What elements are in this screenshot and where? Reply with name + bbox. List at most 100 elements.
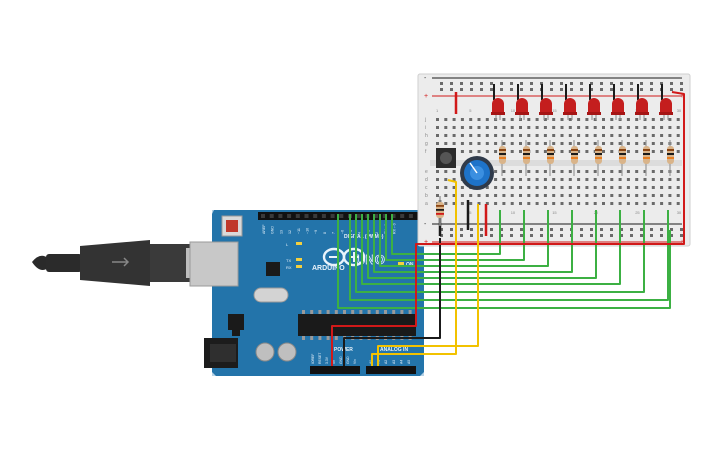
- breadboard-hole[interactable]: [568, 150, 572, 153]
- header-pin[interactable]: [278, 214, 283, 218]
- breadboard-hole[interactable]: [477, 134, 481, 137]
- breadboard-hole[interactable]: [560, 194, 564, 197]
- breadboard-hole[interactable]: [602, 118, 605, 121]
- breadboard-hole[interactable]: [660, 178, 664, 181]
- breadboard-hole[interactable]: [593, 194, 597, 197]
- rail-hole[interactable]: [600, 234, 603, 237]
- breadboard-hole[interactable]: [676, 142, 680, 145]
- breadboard-hole[interactable]: [593, 134, 597, 137]
- rail-hole[interactable]: [500, 88, 503, 91]
- breadboard-hole[interactable]: [585, 202, 589, 205]
- breadboard-hole[interactable]: [568, 178, 572, 181]
- breadboard-hole[interactable]: [477, 142, 481, 145]
- breadboard-hole[interactable]: [602, 150, 605, 153]
- rail-hole[interactable]: [680, 234, 683, 237]
- breadboard-hole[interactable]: [651, 142, 655, 145]
- rail-hole[interactable]: [440, 82, 443, 85]
- rail-hole[interactable]: [520, 228, 523, 231]
- breadboard-hole[interactable]: [510, 194, 514, 197]
- breadboard-hole[interactable]: [602, 178, 605, 181]
- breadboard-hole[interactable]: [469, 194, 473, 197]
- breadboard-hole[interactable]: [668, 202, 672, 205]
- rail-hole[interactable]: [500, 228, 503, 231]
- breadboard-hole[interactable]: [510, 186, 514, 189]
- breadboard-hole[interactable]: [494, 170, 498, 173]
- rail-hole[interactable]: [680, 228, 683, 231]
- breadboard-hole[interactable]: [460, 118, 464, 121]
- pushbutton[interactable]: [436, 148, 456, 168]
- rail-hole[interactable]: [510, 234, 513, 237]
- breadboard-hole[interactable]: [585, 118, 589, 121]
- breadboard-hole[interactable]: [602, 186, 605, 189]
- breadboard-hole[interactable]: [494, 134, 498, 137]
- breadboard-hole[interactable]: [510, 134, 514, 137]
- breadboard-hole[interactable]: [460, 150, 464, 153]
- rail-hole[interactable]: [490, 228, 493, 231]
- breadboard-hole[interactable]: [585, 170, 589, 173]
- breadboard-hole[interactable]: [543, 142, 547, 145]
- breadboard-hole[interactable]: [585, 126, 589, 129]
- breadboard-hole[interactable]: [676, 170, 680, 173]
- breadboard-hole[interactable]: [510, 178, 514, 181]
- breadboard-hole[interactable]: [502, 142, 506, 145]
- breadboard-hole[interactable]: [527, 178, 531, 181]
- rail-hole[interactable]: [530, 88, 533, 91]
- breadboard-hole[interactable]: [593, 142, 597, 145]
- rail-hole[interactable]: [560, 228, 563, 231]
- breadboard-hole[interactable]: [535, 142, 539, 145]
- rail-hole[interactable]: [450, 82, 453, 85]
- rail-hole[interactable]: [590, 234, 593, 237]
- breadboard-hole[interactable]: [660, 202, 664, 205]
- breadboard-hole[interactable]: [560, 150, 564, 153]
- breadboard-hole[interactable]: [519, 194, 522, 197]
- breadboard-hole[interactable]: [477, 150, 481, 153]
- breadboard-hole[interactable]: [469, 202, 473, 205]
- header-pin[interactable]: [313, 214, 318, 218]
- breadboard-hole[interactable]: [593, 186, 597, 189]
- breadboard-hole[interactable]: [668, 126, 672, 129]
- breadboard-hole[interactable]: [502, 134, 506, 137]
- breadboard-hole[interactable]: [568, 134, 572, 137]
- header-pin[interactable]: [356, 214, 361, 218]
- rail-hole[interactable]: [640, 228, 643, 231]
- header-pin[interactable]: [287, 214, 292, 218]
- breadboard-hole[interactable]: [668, 118, 672, 121]
- breadboard-hole[interactable]: [651, 118, 655, 121]
- breadboard-hole[interactable]: [593, 178, 597, 181]
- rail-hole[interactable]: [670, 88, 673, 91]
- rail-hole[interactable]: [570, 82, 573, 85]
- breadboard-hole[interactable]: [610, 194, 614, 197]
- breadboard-hole[interactable]: [485, 142, 489, 145]
- breadboard-hole[interactable]: [577, 126, 581, 129]
- rail-hole[interactable]: [640, 234, 643, 237]
- breadboard-hole[interactable]: [552, 194, 556, 197]
- breadboard-hole[interactable]: [510, 118, 514, 121]
- breadboard-hole[interactable]: [585, 178, 589, 181]
- breadboard-hole[interactable]: [494, 126, 498, 129]
- breadboard-hole[interactable]: [610, 142, 614, 145]
- breadboard-hole[interactable]: [626, 178, 630, 181]
- rail-hole[interactable]: [620, 234, 623, 237]
- header-pin[interactable]: [269, 214, 274, 218]
- breadboard-hole[interactable]: [643, 118, 647, 121]
- rail-hole[interactable]: [600, 228, 603, 231]
- breadboard-hole[interactable]: [577, 170, 581, 173]
- rail-hole[interactable]: [660, 82, 663, 85]
- breadboard-hole[interactable]: [660, 170, 664, 173]
- rail-hole[interactable]: [490, 82, 493, 85]
- breadboard-hole[interactable]: [577, 178, 581, 181]
- breadboard-hole[interactable]: [535, 186, 539, 189]
- breadboard-hole[interactable]: [519, 178, 522, 181]
- breadboard-hole[interactable]: [502, 126, 506, 129]
- breadboard-hole[interactable]: [676, 202, 680, 205]
- breadboard-hole[interactable]: [577, 186, 581, 189]
- breadboard-hole[interactable]: [577, 118, 581, 121]
- breadboard-hole[interactable]: [502, 202, 506, 205]
- breadboard-hole[interactable]: [560, 126, 564, 129]
- breadboard-hole[interactable]: [610, 126, 614, 129]
- breadboard-hole[interactable]: [643, 134, 647, 137]
- breadboard-hole[interactable]: [618, 142, 622, 145]
- rail-hole[interactable]: [570, 88, 573, 91]
- breadboard-hole[interactable]: [577, 142, 581, 145]
- rail-hole[interactable]: [550, 234, 553, 237]
